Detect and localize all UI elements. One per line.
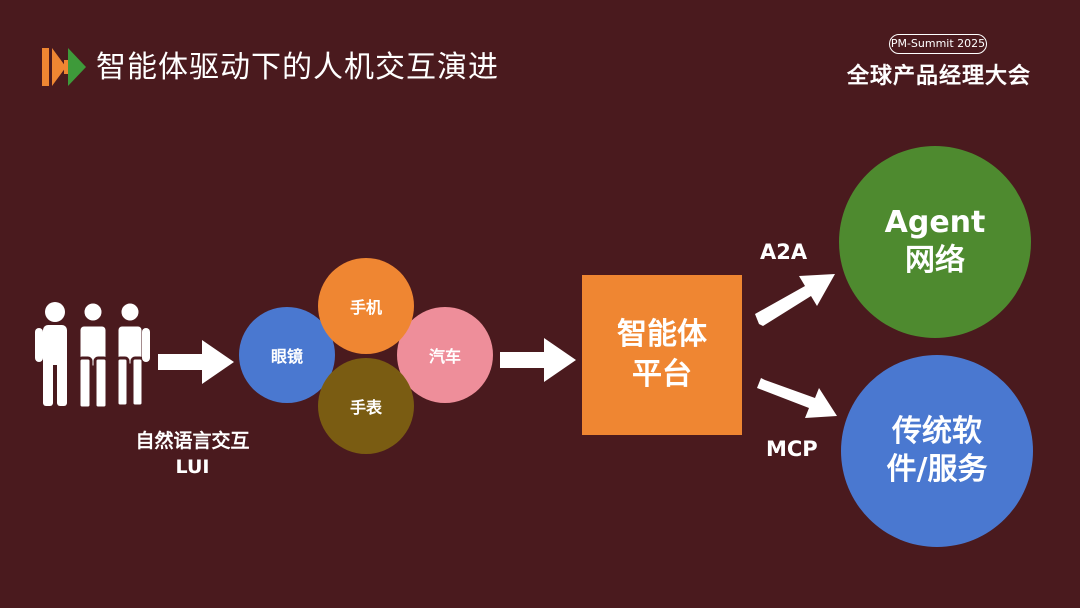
device-phone-label: 手机 xyxy=(349,298,382,317)
device-phone: 手机 xyxy=(318,258,414,354)
arrow-right-icon xyxy=(158,340,234,384)
agent-platform-box: 智能体 平台 xyxy=(582,275,742,435)
platform-line1: 智能体 xyxy=(617,317,707,352)
people-icon xyxy=(35,300,150,410)
device-car: 汽车 xyxy=(397,307,493,403)
device-glasses: 眼镜 xyxy=(239,307,335,403)
device-car-label: 汽车 xyxy=(428,347,461,366)
users-caption: 自然语言交互 LUI xyxy=(100,428,285,480)
arrow-right-icon xyxy=(500,338,576,382)
event-name: 全球产品经理大会 xyxy=(846,64,1031,89)
device-watch: 手表 xyxy=(318,358,414,454)
device-watch-label: 手表 xyxy=(349,398,382,417)
event-badge: PM-Summit 2025 xyxy=(889,34,987,54)
users-caption-line1: 自然语言交互 xyxy=(135,430,250,452)
page-title: 智能体驱动下的人机交互演进 xyxy=(96,50,499,85)
device-glasses-label: 眼镜 xyxy=(270,347,303,366)
users-caption-line2: LUI xyxy=(175,456,210,478)
agent-network-circle: Agent 网络 xyxy=(839,146,1031,338)
arrow-down-right-icon xyxy=(757,378,837,418)
platform-line2: 平台 xyxy=(632,357,692,392)
arrow-up-right-icon xyxy=(755,274,835,326)
agent-network-line1: Agent xyxy=(884,205,986,240)
traditional-software-circle: 传统软 件/服务 xyxy=(841,355,1033,547)
traditional-line1: 传统软 xyxy=(892,414,982,449)
agent-network-line2: 网络 xyxy=(905,243,965,278)
protocol-a2a-label: A2A xyxy=(760,240,808,264)
traditional-line2: 件/服务 xyxy=(886,452,988,487)
protocol-mcp-label: MCP xyxy=(766,437,818,461)
logo-icon xyxy=(42,48,86,86)
